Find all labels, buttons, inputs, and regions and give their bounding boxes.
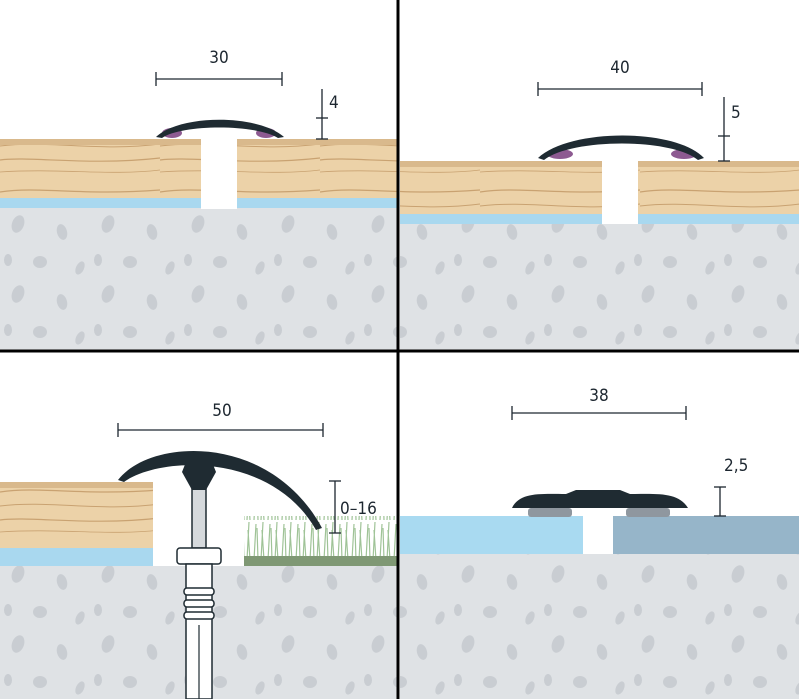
panel-bottom-right: 38 2,5 [400,386,799,699]
panel-top-left: 30 4 [0,48,398,350]
transition-profile [156,119,284,138]
wood-floor [0,139,398,198]
anchor-dowel [176,487,222,699]
panel-top-right: 40 5 [400,58,799,350]
transition-profile [538,135,704,160]
width-label: 30 [209,48,228,68]
transition-profile [118,451,322,530]
panel-bottom-left: 50 0–16 [0,401,398,699]
adhesive-strip-left [528,508,572,517]
width-label: 50 [212,401,231,421]
carpet-base [244,556,398,566]
wood-floor [400,161,799,214]
concrete-base [400,554,799,699]
transition-profile [512,490,688,508]
underlay-layer [0,548,153,566]
wood-floor-top [0,482,153,488]
height-label: 4 [329,93,339,113]
wood-floor-top [400,161,799,167]
height-label: 5 [731,103,741,123]
width-label: 40 [610,58,629,78]
tile-left [400,516,583,554]
wood-floor [0,482,153,548]
expansion-gap [583,516,613,554]
carpet-pile [244,516,398,556]
adhesive-strip-right [626,508,670,517]
wood-floor-top [0,139,398,145]
tile-right [613,516,799,554]
underlay-layer [0,198,398,208]
expansion-gap [602,161,638,224]
width-label: 38 [589,386,608,406]
concrete-base [400,224,799,350]
expansion-gap [201,139,237,209]
height-label: 2,5 [724,456,748,476]
concrete-base [0,208,398,350]
height-label: 0–16 [340,499,377,519]
underlay-layer [400,214,799,224]
profile-clip [182,462,216,490]
